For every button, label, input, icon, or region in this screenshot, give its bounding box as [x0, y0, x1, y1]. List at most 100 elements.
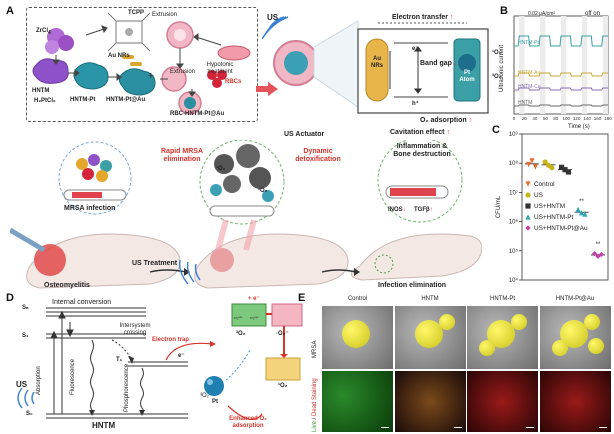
d-s0-label: S₀	[26, 411, 33, 417]
jablonski-diagram	[17, 303, 303, 421]
c-data-point	[542, 159, 548, 165]
cavitation-label: Cavitation effect ↑	[390, 129, 450, 136]
c-data-point	[526, 161, 532, 168]
inflammation-label: Inflammation & Bone destruction	[393, 143, 451, 158]
e-bacterium-blob	[342, 320, 370, 348]
c-data-point	[529, 158, 535, 164]
cfu-chart: 10⁴10⁵10⁶10⁷10⁸10⁹CFU/mL****ControlUSUS+…	[496, 131, 609, 284]
mechanism-diagram	[262, 16, 489, 114]
mrsa-infection-label: MRSA infection	[64, 205, 116, 212]
c-legend-label: US+HNTM-Pt@Au	[534, 225, 588, 232]
b-x-tick: 160	[594, 116, 602, 121]
c-data-point	[578, 210, 585, 216]
b-scale-label: 0.02 μA/cm²	[528, 11, 556, 17]
b-series-label: HNTM	[518, 100, 532, 106]
e-column-label: HNTM-Pt	[490, 296, 515, 302]
b-series-line	[514, 104, 608, 107]
e-scale-bar	[526, 426, 534, 428]
osteomyelitis-label: Osteomyelitis	[44, 282, 90, 289]
c-annotation: **	[579, 199, 584, 205]
infection-elim-label: Infection elimination	[378, 282, 447, 289]
synthesis-box	[26, 7, 258, 122]
au-nrs-mech-label: Au NRs	[370, 56, 383, 69]
b-xlabel: Time (s)	[568, 124, 590, 130]
c-y-tick-label: 10⁶	[509, 219, 519, 226]
rbc-product-label: RBC-HNTM-Pt@Au	[170, 111, 225, 117]
e-bacterium-blob	[551, 340, 568, 356]
b-x-tick: 20	[522, 116, 528, 121]
hypotonic-label: Hypotonic treatment	[206, 62, 234, 75]
o2-triplet-label: ³O₂	[492, 74, 502, 80]
b-series-line	[514, 72, 608, 77]
d-orbital-label-2: π₂ᵖʸ*	[250, 315, 259, 320]
e-sem-image	[322, 306, 393, 369]
b-series-line	[514, 87, 608, 91]
e-column-label: HNTM-Pt@Au	[555, 296, 595, 302]
hntm-pt-blob	[73, 62, 109, 90]
c-data-point	[549, 165, 555, 171]
c-y-tick-label: 10⁹	[509, 131, 519, 138]
c-data-point	[559, 164, 565, 170]
c-legend-label: US+HNTM	[534, 203, 565, 210]
b-x-tick: 140	[583, 116, 591, 121]
synthesis-to-mechanism-arrow	[256, 82, 278, 96]
b-on-band	[540, 16, 546, 114]
electron-transfer-label: Electron transfer ↑	[392, 14, 454, 21]
extrusion-top-label: Extrusion	[152, 12, 178, 18]
c-annotation: **	[596, 242, 601, 248]
d-s1-label: S₁	[22, 333, 29, 339]
d-absorption-label: Absorption	[36, 366, 42, 395]
c-legend-marker	[525, 214, 531, 220]
e-scale-bar	[453, 426, 462, 428]
b-x-tick: 100	[562, 116, 570, 121]
h2ptcl6-label: H₂PtCl₆	[34, 98, 56, 104]
c-y-tick-label: 10⁷	[509, 189, 518, 196]
e-row-label-mrsa: MRSA	[312, 340, 318, 358]
c-data-point	[565, 169, 571, 175]
us-treatment-label: US Treatment	[132, 260, 178, 267]
b-x-tick: 80	[553, 116, 559, 121]
d-pt-label: Pt	[212, 399, 218, 405]
e-scale-bar	[381, 426, 389, 428]
au-nanorods	[122, 55, 142, 66]
o2-adsorption-label: O₂ adsorption ↑	[420, 117, 473, 124]
treatment-scene	[10, 140, 482, 289]
b-off-on-label: off on	[585, 11, 600, 17]
pt-atom-label: Pt Atom	[459, 70, 475, 83]
b-series-label: HNTM-Pt	[518, 40, 539, 46]
c-legend-label: US+HNTM-Pt	[534, 214, 573, 221]
hntm-label: HNTM	[32, 88, 50, 94]
d-o2-radical-label: ·O₂⁻	[276, 331, 289, 337]
b-x-tick: 180	[604, 116, 612, 121]
extrusion-mid-label: Extrusion	[170, 69, 196, 75]
o2-scene-label-1: ¹O₂	[216, 166, 226, 172]
band-gap-label: Band gap ↓	[420, 60, 458, 67]
c-legend-marker	[525, 203, 531, 209]
c-legend-label: US	[534, 192, 543, 199]
e-bacterium-blob	[511, 314, 527, 330]
e-column-label: HNTM	[421, 296, 439, 302]
e-bacterium-blob	[583, 314, 600, 330]
hntm-pt-au-label: HNTM-Pt@Au	[106, 97, 146, 103]
e-sem-image	[394, 306, 466, 369]
e-bacterium-blob	[414, 320, 443, 348]
d-o2-singlet-label: ¹O₂	[278, 383, 288, 389]
us-actuator-label: US Actuator	[284, 131, 325, 138]
c-legend-marker	[525, 181, 531, 187]
b-x-tick: 0	[513, 116, 516, 121]
rbc-cells	[207, 70, 227, 88]
dynamic-detox-label: Dynamic detoxification	[295, 148, 341, 163]
d-enhanced-label: Enhanced O₂ adsorption	[229, 416, 267, 429]
d-e-label: e⁻	[178, 353, 185, 359]
electron-label-1: e⁻	[412, 46, 419, 52]
hole-label-1: h⁺	[412, 101, 419, 107]
zrcl-label: ZrCl4	[36, 28, 51, 37]
hntm-blob	[32, 58, 69, 84]
e-sem-image	[539, 306, 611, 369]
e-bacterium-blob	[587, 338, 604, 354]
c-data-point	[562, 167, 568, 173]
rbc-sheet	[217, 45, 251, 61]
e-live-dead-image	[467, 371, 538, 432]
tcpp-molecule	[107, 12, 151, 52]
